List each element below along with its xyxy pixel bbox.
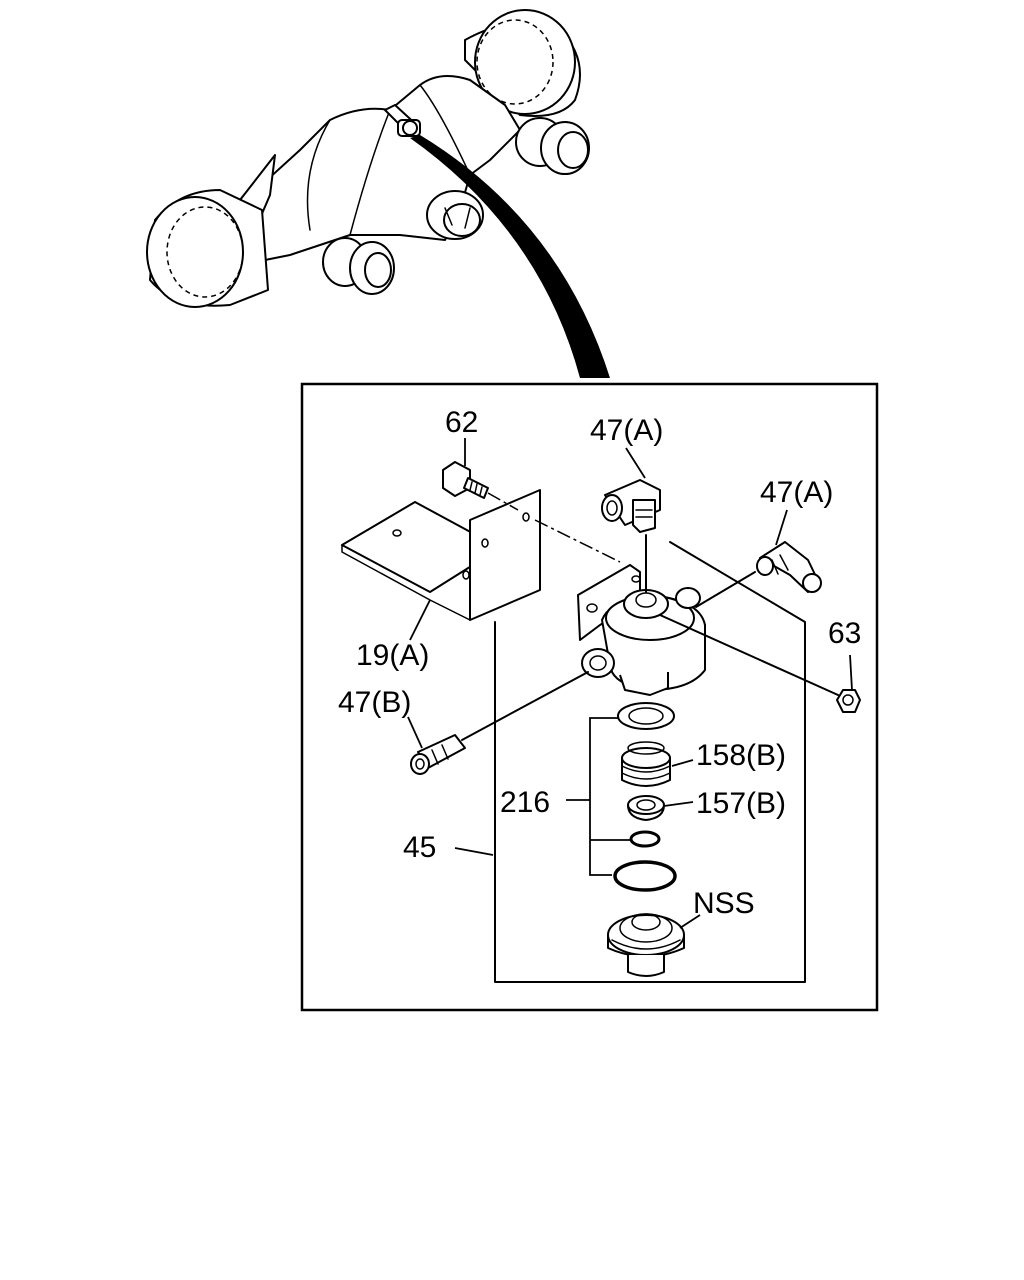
relay-valve-body [577, 564, 706, 696]
bolt-62 [442, 461, 489, 499]
callout-45: 45 [403, 831, 436, 864]
callout-216: 216 [500, 786, 550, 819]
bottom-cap-nss [607, 913, 685, 977]
left-hub [322, 237, 395, 295]
left-brake-drum [146, 189, 269, 308]
callout-19a: 19(A) [356, 639, 429, 672]
detail-frame [300, 382, 879, 1012]
piston-158b [621, 741, 671, 787]
axle-assembly-illustration [146, 9, 610, 378]
callout-158b: 158(B) [696, 739, 786, 772]
differential-flange [426, 190, 484, 240]
o-ring-small [629, 830, 661, 848]
fitting-47b [410, 734, 466, 775]
o-ring-large [613, 860, 677, 892]
valve-157b [627, 795, 665, 821]
callout-47b: 47(B) [338, 686, 411, 719]
kit-frame-45 [494, 541, 806, 983]
seal-ring-top [617, 702, 675, 730]
elbow-fitting-47a-top [601, 479, 661, 533]
axle-housing [244, 75, 521, 261]
callout-47a-top: 47(A) [590, 414, 663, 447]
right-brake-drum [464, 9, 581, 117]
callout-157b: 157(B) [696, 787, 786, 820]
detail-pointer [410, 135, 610, 378]
callout-47a-right: 47(A) [760, 476, 833, 509]
right-hub [515, 117, 590, 175]
callout-nss: NSS [693, 887, 755, 920]
leader-216 [566, 717, 630, 876]
elbow-fitting-47a-right [756, 541, 822, 593]
nut-63 [836, 689, 861, 713]
callout-63: 63 [828, 617, 861, 650]
callout-62: 62 [445, 406, 478, 439]
bracket-19a [341, 489, 541, 621]
